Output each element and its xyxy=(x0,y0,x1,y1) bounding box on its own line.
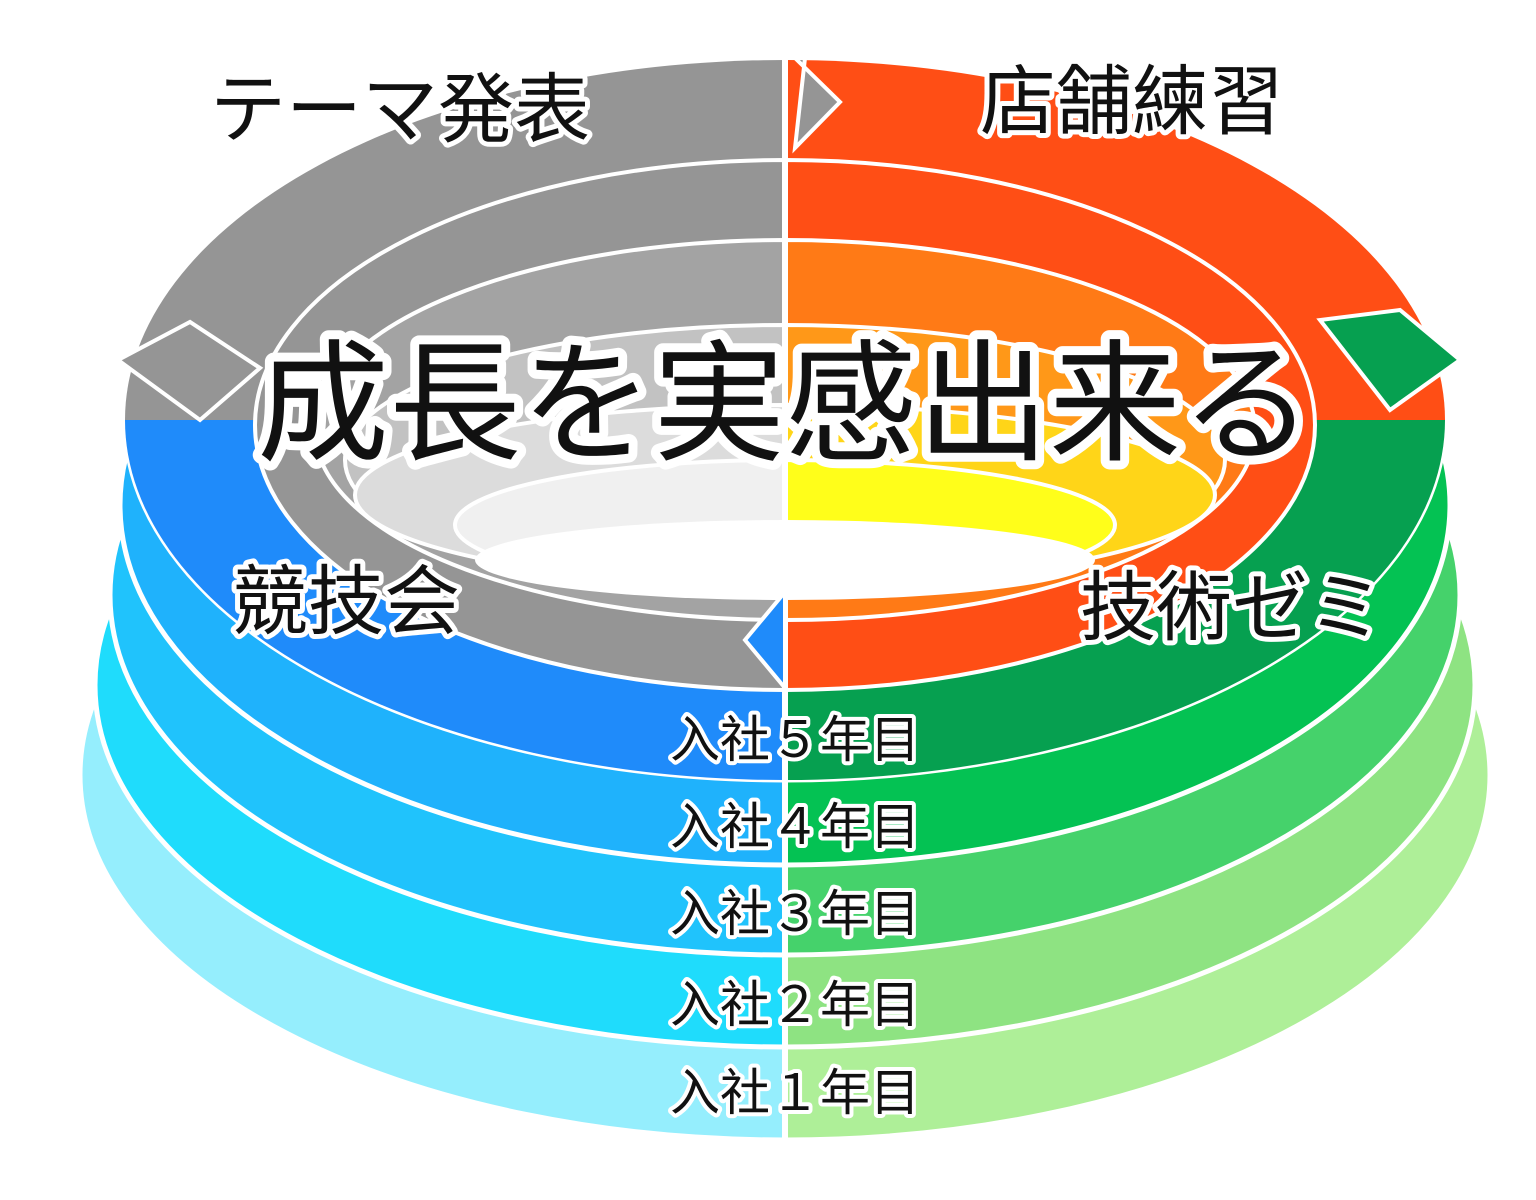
phase-label-contest: 競技会 xyxy=(232,557,460,646)
year-label-2: 入社２年目 xyxy=(670,976,920,1034)
phase-label-store: 店舗練習 xyxy=(980,57,1284,146)
cycle-top-ring xyxy=(125,58,1445,1140)
arrow-seminar-to-contest xyxy=(742,586,787,694)
year-label-5: 入社５年目 xyxy=(670,711,920,769)
year-label-4: 入社４年目 xyxy=(670,798,920,856)
year-label-1: 入社１年目 xyxy=(670,1064,920,1122)
year-label-3: 入社３年目 xyxy=(670,885,920,943)
arrow-store-to-seminar xyxy=(1316,307,1464,413)
arrow-contest-to-theme xyxy=(114,319,264,423)
diagram-title: 成長を実感出来る xyxy=(257,328,1313,482)
arrow-theme-to-store xyxy=(790,56,843,154)
phase-label-theme: テーマ発表 xyxy=(210,65,590,154)
phase-label-seminar: 技術ゼミ xyxy=(1080,563,1384,652)
cycle-arrow-notches xyxy=(114,56,1464,694)
